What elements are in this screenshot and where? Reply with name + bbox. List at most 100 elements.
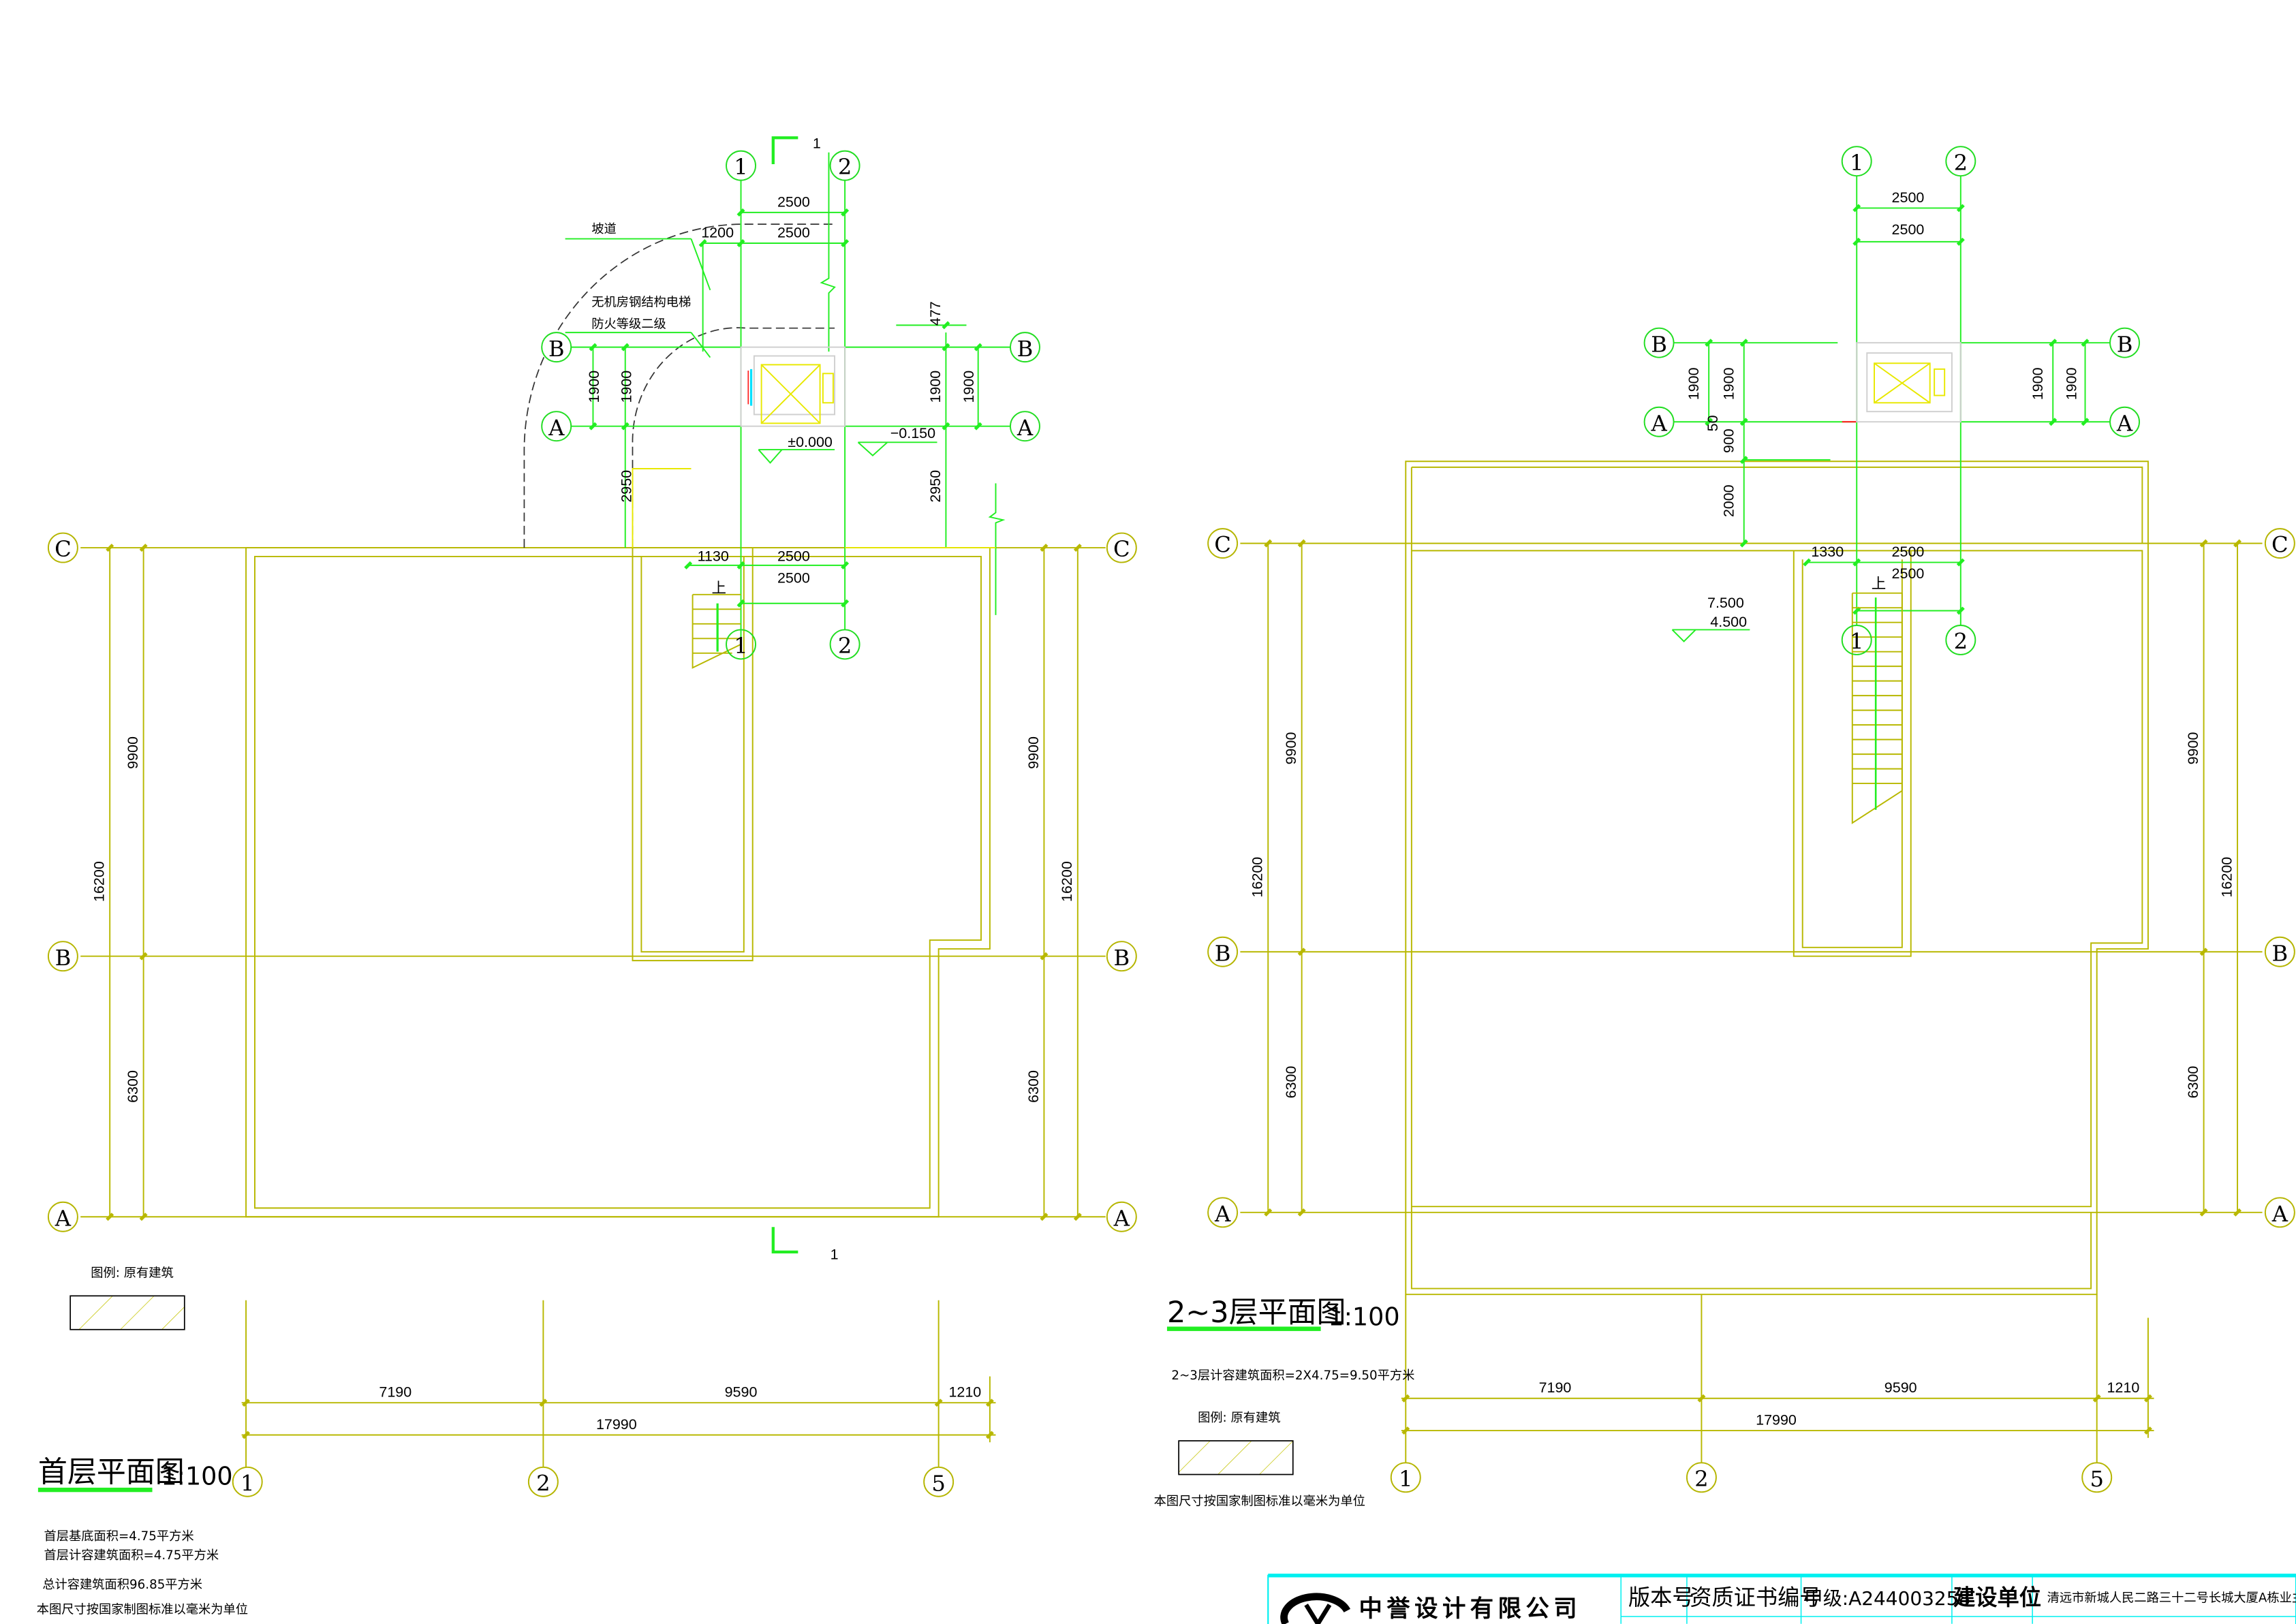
version-label: 版本号 (1628, 1584, 1694, 1610)
upper-floor-plan: 9900 6300 16200 9900 6300 16200 C B A C … (1154, 146, 2295, 1509)
elevator-shaft (1856, 342, 1961, 423)
plan-title: 2~3层平面图 (1167, 1296, 1346, 1330)
axis-bubble-c-right: C (2264, 528, 2295, 559)
svg-text:B: B (55, 945, 72, 971)
dim-7190: 7190 (379, 1384, 412, 1401)
axis-bubble-a-annex-right: A (1010, 411, 1040, 442)
axis-bubble-2-inner: 2 (829, 629, 860, 660)
dim-1900: 1900 (2030, 367, 2046, 400)
note-units: 本图尺寸按国家制图标准以毫米为单位 (37, 1603, 248, 1617)
ramp-outer-arc (523, 223, 835, 548)
dim-6300-left: 6300 (1283, 1066, 1299, 1099)
dim-7190: 7190 (1539, 1379, 1572, 1396)
dim-50: 50 (1705, 415, 1721, 431)
level-4500: 4.500 (1710, 614, 1747, 630)
note-base-area: 首层基底面积=4.75平方米 (44, 1529, 193, 1544)
plan-title: 首层平面图 (38, 1455, 185, 1489)
existing-building-hatch (1405, 460, 2149, 1296)
axis-bubble-b-annex-left: B (1643, 327, 1675, 358)
dim-6300-right: 6300 (1025, 1070, 1042, 1103)
svg-text:1: 1 (1850, 629, 1864, 655)
dim-6300-right: 6300 (2185, 1066, 2201, 1099)
level-minus-0150: −0.150 (890, 425, 935, 441)
axis-bubble-2-top: 2 (1945, 146, 1976, 177)
svg-text:2: 2 (536, 1470, 550, 1496)
stair-up-label: 上 (712, 580, 726, 597)
axis-bubble-1-inner: 1 (726, 629, 756, 660)
dim-2500-c: 2500 (1892, 544, 1925, 560)
axis-bubble-a-left: A (47, 1201, 78, 1232)
plan-scale: 1:100 (161, 1462, 232, 1491)
dim-17990: 17990 (1756, 1411, 1797, 1428)
dim-9900-left: 9900 (1283, 732, 1299, 765)
svg-text:B: B (1215, 940, 1231, 966)
axis-bubble-2-bottom: 2 (527, 1466, 559, 1497)
svg-text:B: B (2272, 940, 2289, 966)
section-mark-bottom (771, 1227, 798, 1253)
axis-bubble-a-right: A (1106, 1201, 1137, 1232)
dim-9590: 9590 (725, 1384, 758, 1401)
dim-1900: 1900 (586, 371, 602, 403)
svg-text:1: 1 (734, 154, 747, 180)
dim-17990: 17990 (596, 1416, 637, 1433)
axis-bubble-b-annex-right: B (2109, 327, 2140, 358)
svg-text:A: A (548, 415, 565, 441)
dim-16200-left: 16200 (1250, 857, 1266, 898)
legend-label: 图例: 原有建筑 (1198, 1411, 1280, 1425)
svg-text:2: 2 (1694, 1466, 1709, 1492)
svg-text:C: C (55, 536, 72, 562)
axis-bubble-c-right: C (1106, 532, 1137, 563)
section-label-bottom: 1 (831, 1247, 839, 1263)
svg-text:B: B (548, 336, 565, 362)
elevator-shaft (740, 346, 846, 427)
axis-bubble-5-bottom: 5 (923, 1466, 955, 1497)
svg-text:A: A (55, 1205, 72, 1231)
legend-swatch (69, 1295, 185, 1330)
elevator-car (1874, 362, 1931, 404)
dim-1900: 1900 (618, 371, 634, 403)
note-ground-area: 首层计容建筑面积=4.75平方米 (44, 1548, 219, 1563)
dim-6300-left: 6300 (125, 1070, 141, 1103)
axis-bubble-a-annex-left: A (541, 411, 572, 442)
cert-label: 资质证书编号 (1690, 1584, 1821, 1610)
existing-building-hatch (245, 547, 991, 1218)
svg-text:1: 1 (1850, 150, 1864, 176)
svg-text:2: 2 (1954, 629, 1968, 655)
dim-1900: 1900 (961, 371, 977, 403)
axis-bubble-b-annex-right: B (1010, 332, 1040, 363)
svg-text:1: 1 (1399, 1466, 1413, 1492)
dim-2950: 2950 (618, 470, 634, 503)
axis-bubble-b-annex-left: B (541, 332, 572, 363)
svg-text:C: C (1113, 536, 1130, 562)
company-name: 中誉设计有限公司 (1359, 1595, 1581, 1623)
dim-9900-right: 9900 (2185, 732, 2201, 765)
svg-text:2: 2 (838, 633, 852, 659)
stair-up-label: 上 (1872, 576, 1886, 592)
dim-2500-d: 2500 (1892, 565, 1925, 582)
elevator-label: 无机房钢结构电梯 (591, 295, 691, 309)
axis-bubble-a-annex-right: A (2109, 406, 2140, 437)
svg-text:5: 5 (2090, 1466, 2104, 1492)
fire-rating-label: 防火等级二级 (591, 317, 666, 332)
svg-text:A: A (2116, 410, 2133, 436)
axis-bubble-1-inner: 1 (1841, 625, 1872, 655)
axis-bubble-b-left: B (47, 941, 78, 972)
dim-9900-left: 9900 (125, 736, 141, 769)
svg-text:2: 2 (1954, 150, 1968, 176)
axis-bubble-a-left: A (1207, 1197, 1239, 1228)
dim-1900: 1900 (1721, 367, 1737, 400)
dim-2500-a: 2500 (777, 193, 810, 210)
dim-1900: 1900 (1686, 367, 1702, 400)
axis-bubble-c-left: C (47, 532, 78, 563)
axis-bubble-1-top: 1 (726, 150, 756, 181)
client-name: 清远市新城人民二路三十二号长城大厦A栋业主 (2047, 1591, 2296, 1606)
building-inner-outline (253, 555, 982, 1209)
company-logo (1280, 1593, 1351, 1624)
dim-1210: 1210 (2107, 1379, 2139, 1396)
dim-1130: 1130 (698, 548, 729, 564)
dim-477: 477 (927, 301, 944, 326)
section-mark-top (771, 136, 798, 164)
dim-2500-b: 2500 (777, 224, 810, 240)
ramp-label: 坡道 (591, 222, 617, 236)
